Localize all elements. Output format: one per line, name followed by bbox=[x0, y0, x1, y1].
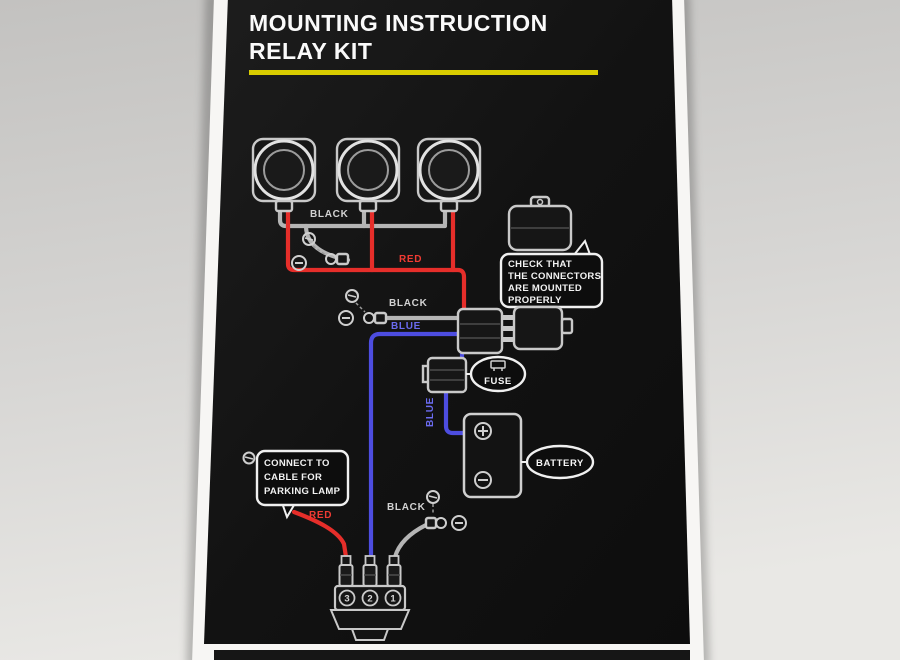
ring-terminal-icon bbox=[325, 253, 337, 265]
lamp-2 bbox=[335, 137, 401, 213]
lamp-connector bbox=[358, 199, 378, 213]
parking-note-line2: CABLE FOR bbox=[264, 472, 322, 483]
lamp-lens-inner bbox=[263, 149, 305, 191]
package-bottom-edge bbox=[214, 650, 690, 660]
connector-pin bbox=[502, 326, 514, 331]
battery-icon bbox=[462, 412, 523, 499]
screw-slot bbox=[304, 237, 314, 241]
ground-point-1 bbox=[291, 232, 350, 271]
terminal-crimp bbox=[424, 516, 438, 530]
black-wire-switch bbox=[392, 522, 429, 560]
pin-number-2: 2 bbox=[367, 594, 372, 605]
speech-bubble-icon bbox=[255, 449, 350, 507]
terminal-sleeve bbox=[388, 555, 400, 566]
card-print-area bbox=[204, 0, 690, 644]
pin-number-1: 1 bbox=[390, 594, 396, 605]
wire-label-red-bottom: RED bbox=[309, 510, 332, 521]
connector-icon bbox=[456, 307, 504, 355]
minus-circle-icon bbox=[291, 255, 307, 271]
wire-label-blue-vertical: BLUE bbox=[425, 397, 436, 427]
pin-number-3: 3 bbox=[344, 594, 349, 605]
fuse-assembly: FUSE bbox=[421, 355, 527, 394]
fuse-holder bbox=[426, 356, 468, 394]
connector-pin bbox=[502, 315, 514, 320]
switch-assembly: 3 2 1 bbox=[329, 555, 411, 641]
fuse-icon bbox=[490, 360, 506, 369]
lamp-connector bbox=[439, 199, 459, 213]
lamp-3 bbox=[416, 137, 482, 213]
screw-leader bbox=[312, 245, 328, 257]
parking-note-line3: PARKING LAMP bbox=[264, 486, 341, 497]
plug-latch bbox=[560, 317, 574, 335]
wire-label-black-top: BLACK bbox=[310, 209, 349, 220]
lamp-connector bbox=[274, 199, 294, 213]
page-title-line1: MOUNTING INSTRUCTION bbox=[249, 10, 548, 36]
screw-icon bbox=[242, 451, 256, 465]
screw-slot bbox=[428, 495, 438, 499]
switch-base bbox=[350, 628, 390, 641]
relay-tab-hole bbox=[536, 198, 544, 206]
screw-slot bbox=[244, 456, 254, 460]
screw-leader bbox=[355, 302, 366, 313]
minus-circle-icon bbox=[451, 515, 467, 531]
relay-note-line1: CHECK THAT bbox=[508, 259, 572, 270]
fuse-label: FUSE bbox=[484, 376, 512, 387]
relay bbox=[507, 195, 573, 252]
wire-label-black-bottom: BLACK bbox=[387, 502, 426, 513]
terminal-crimp bbox=[335, 252, 350, 266]
page-title-line2: RELAY KIT bbox=[249, 38, 372, 64]
wire-label-blue-mid: BLUE bbox=[391, 321, 421, 332]
relay-connector bbox=[456, 305, 574, 355]
pin-circle-1 bbox=[384, 589, 402, 607]
ground-point-3 bbox=[424, 490, 467, 531]
terminal-sleeve bbox=[364, 555, 376, 566]
blue-wire-to-battery bbox=[443, 389, 468, 436]
switch-icon bbox=[329, 609, 411, 630]
minus-circle-icon bbox=[474, 471, 492, 489]
ring-terminal-icon bbox=[435, 517, 447, 529]
battery-oval bbox=[525, 444, 595, 480]
terminal-sleeve bbox=[340, 555, 352, 566]
yellow-divider bbox=[249, 70, 598, 75]
wire-label-red-top: RED bbox=[399, 254, 422, 265]
relay-note-line2: THE CONNECTORS bbox=[508, 271, 601, 282]
lamp-lens-inner bbox=[428, 149, 470, 191]
screw-icon bbox=[345, 289, 359, 303]
fuse-oval bbox=[469, 355, 527, 393]
relay-note-line3: ARE MOUNTED bbox=[508, 283, 582, 294]
screw-slot bbox=[347, 294, 357, 298]
ring-terminal-icon bbox=[363, 312, 375, 324]
minus-circle-icon bbox=[338, 310, 354, 326]
battery-assembly: BATTERY bbox=[462, 412, 595, 499]
connector-plug bbox=[512, 305, 564, 351]
lamp-lens-inner bbox=[347, 149, 389, 191]
plus-circle-icon bbox=[474, 422, 492, 440]
wire-label-black-mid: BLACK bbox=[389, 298, 428, 309]
red-wire-bus bbox=[285, 208, 467, 312]
lamp-1 bbox=[251, 137, 317, 213]
relay-note-line4: PROPERLY bbox=[508, 295, 562, 306]
battery-label: BATTERY bbox=[536, 458, 584, 469]
parking-note-callout: CONNECT TO CABLE FOR PARKING LAMP bbox=[242, 449, 350, 520]
header: MOUNTING INSTRUCTION RELAY KIT bbox=[249, 10, 598, 75]
pin-circle-3 bbox=[338, 589, 356, 607]
terminal-crimp bbox=[373, 311, 388, 325]
screw-icon bbox=[302, 232, 316, 246]
blue-wire-switch bbox=[368, 331, 461, 560]
pin-circle-2 bbox=[361, 589, 379, 607]
ground-point-2 bbox=[338, 289, 388, 326]
red-wire-parking bbox=[291, 509, 349, 560]
relay-note-callout: CHECK THAT THE CONNECTORS ARE MOUNTED PR… bbox=[499, 238, 604, 309]
connector-pin bbox=[502, 337, 514, 342]
parking-note-line1: CONNECT TO bbox=[264, 458, 330, 469]
screw-icon bbox=[426, 490, 440, 504]
